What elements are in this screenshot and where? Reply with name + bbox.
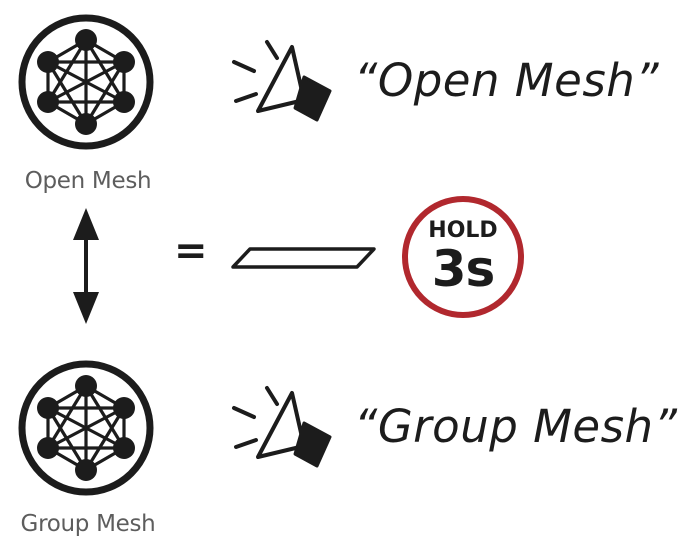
hold-duration: 3s	[431, 240, 496, 298]
group-mesh-label: Group Mesh	[20, 511, 156, 537]
group-mesh-voice-prompt: “Group Mesh”	[354, 400, 678, 453]
hold-label: HOLD	[428, 218, 498, 243]
open-mesh-voice-prompt: “Open Mesh”	[354, 54, 660, 107]
open-mesh-label: Open Mesh	[24, 168, 152, 194]
equals-sign: =	[174, 228, 208, 274]
